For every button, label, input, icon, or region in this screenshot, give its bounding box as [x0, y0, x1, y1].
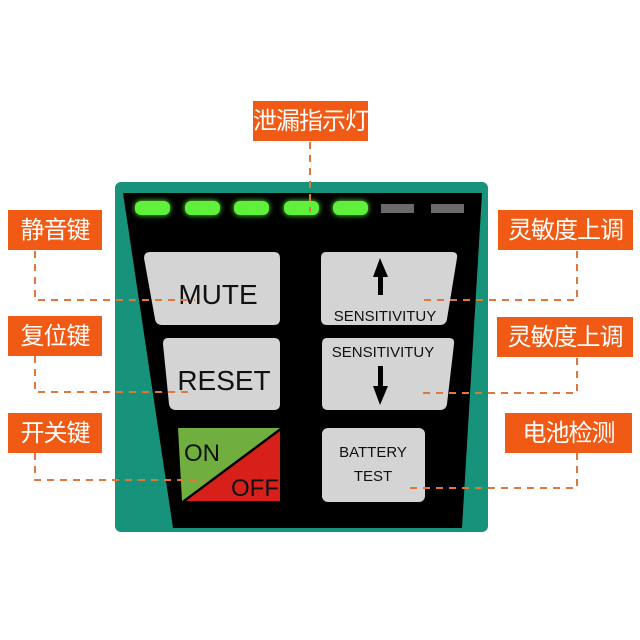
reset-button[interactable]: RESET: [163, 338, 280, 410]
reset-label: RESET: [177, 365, 270, 396]
off-label: OFF: [231, 475, 279, 502]
led-on: [234, 201, 269, 215]
arrow-down-icon: [373, 366, 388, 405]
sensitivity-down-button[interactable]: SENSITIVITUY: [322, 338, 455, 410]
arrow-up-icon: [373, 258, 388, 295]
led-on: [284, 201, 319, 215]
battery-label-line1: BATTERY: [339, 444, 407, 461]
label-reset-key: 复位键: [8, 316, 102, 356]
label-sensitivity-up-1: 灵敏度上调: [498, 210, 633, 250]
sens-up-label: SENSITIVITUY: [334, 308, 437, 325]
sens-down-label: SENSITIVITUY: [332, 344, 435, 361]
mute-label: MUTE: [178, 279, 257, 310]
on-label: ON: [184, 440, 220, 467]
led-on: [135, 201, 170, 215]
battery-label-line2: TEST: [354, 468, 392, 485]
led-off: [381, 204, 414, 213]
sensitivity-up-button[interactable]: SENSITIVITUY: [321, 252, 458, 325]
led-off: [431, 204, 464, 213]
led-on: [185, 201, 220, 215]
label-mute-key: 静音键: [8, 210, 102, 250]
label-sensitivity-up-2: 灵敏度上调: [497, 317, 633, 357]
label-leak-indicator: 泄漏指示灯: [253, 101, 369, 141]
on-off-button[interactable]: ON OFF: [178, 428, 280, 502]
label-battery-check: 电池检测: [505, 413, 632, 453]
led-on: [333, 201, 368, 215]
battery-test-button[interactable]: BATTERY TEST: [322, 428, 425, 502]
label-power-key: 开关键: [8, 413, 102, 453]
mute-button[interactable]: MUTE: [144, 252, 280, 325]
leader-lines: [34, 142, 578, 489]
